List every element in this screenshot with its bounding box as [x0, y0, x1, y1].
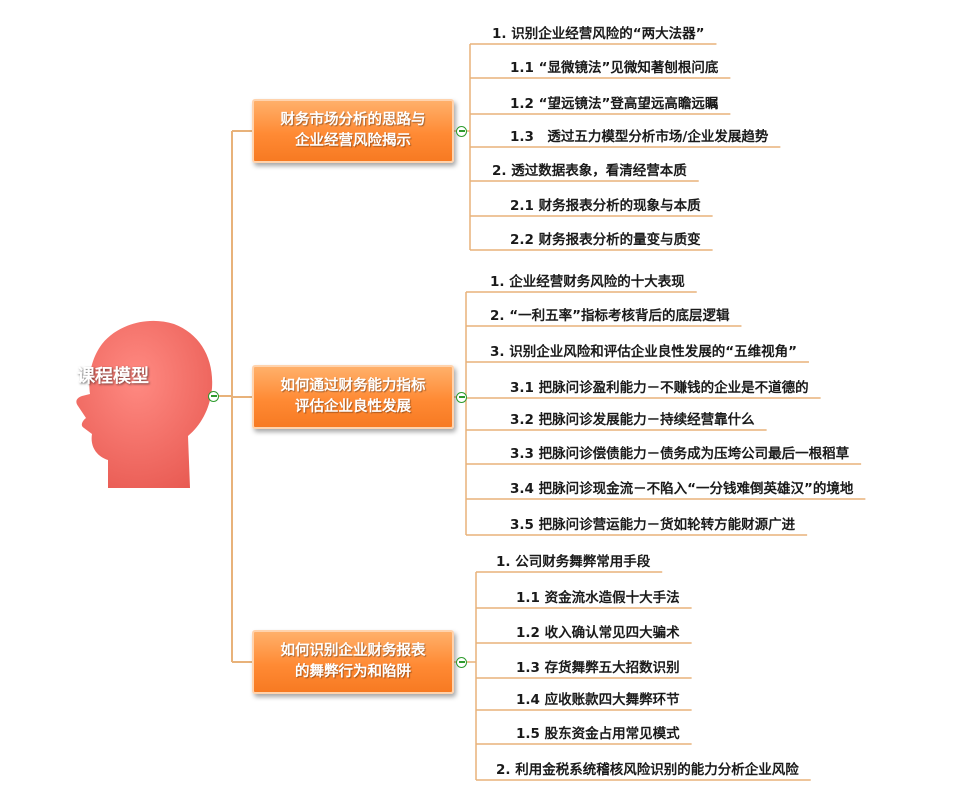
leaf-topic[interactable]: 1.2 收入确认常见四大骗术	[516, 625, 680, 641]
branch-node[interactable]: 财务市场分析的思路与企业经营风险揭示	[252, 99, 454, 163]
branch-label-line: 企业经营风险揭示	[295, 133, 411, 149]
leaf-topic[interactable]: 1.5 股东资金占用常见模式	[516, 726, 680, 742]
leaf-topic[interactable]: 1.4 应收账款四大舞弊环节	[516, 692, 680, 708]
head-silhouette-icon	[76, 320, 213, 488]
branch-label: 财务市场分析的思路与企业经营风险揭示	[281, 110, 426, 152]
leaf-topic[interactable]: 2. 利用金税系统稽核风险识别的能力分析企业风险	[496, 762, 799, 778]
branch-collapse-toggle[interactable]	[456, 392, 467, 403]
branch-label: 如何通过财务能力指标评估企业良性发展	[281, 376, 426, 418]
leaf-topic[interactable]: 3. 识别企业风险和评估企业良性发展的“五维视角”	[490, 344, 797, 360]
root-collapse-toggle[interactable]	[208, 391, 219, 402]
branch-label: 如何识别企业财务报表的舞弊行为和陷阱	[281, 641, 426, 683]
leaf-topic[interactable]: 1.1 资金流水造假十大手法	[516, 590, 680, 606]
branch-node[interactable]: 如何通过财务能力指标评估企业良性发展	[252, 365, 454, 429]
leaf-topic[interactable]: 2. “一利五率”指标考核背后的底层逻辑	[490, 308, 730, 324]
leaf-topic[interactable]: 3.5 把脉问诊营运能力－货如轮转方能财源广进	[510, 517, 796, 533]
leaf-topic[interactable]: 1.3 透过五力模型分析市场/企业发展趋势	[510, 129, 769, 145]
branch-collapse-toggle[interactable]	[456, 657, 467, 668]
branch-label-line: 评估企业良性发展	[295, 399, 411, 415]
branch-label-line: 如何识别企业财务报表	[280, 643, 426, 659]
leaf-topic[interactable]: 1.1 “显微镜法”见微知著刨根问底	[510, 60, 719, 76]
leaf-topic[interactable]: 2.2 财务报表分析的量变与质变	[510, 232, 701, 248]
leaf-topic[interactable]: 3.2 把脉问诊发展能力－持续经营靠什么	[510, 412, 755, 428]
leaf-topic[interactable]: 3.1 把脉问诊盈利能力－不赚钱的企业是不道德的	[510, 380, 809, 396]
leaf-topic[interactable]: 1.3 存货舞弊五大招数识别	[516, 660, 680, 676]
leaf-topic[interactable]: 2.1 财务报表分析的现象与本质	[510, 198, 701, 214]
root-node-label: 课程模型	[77, 366, 149, 387]
leaf-topic[interactable]: 3.4 把脉问诊现金流－不陷入“一分钱难倒英雄汉”的境地	[510, 481, 854, 497]
leaf-topic[interactable]: 1. 企业经营财务风险的十大表现	[490, 274, 685, 290]
leaf-topic[interactable]: 1.2 “望远镜法”登高望远高瞻远瞩	[510, 96, 719, 112]
branch-label-line: 如何通过财务能力指标	[280, 378, 426, 394]
branch-label-line: 财务市场分析的思路与	[280, 112, 426, 128]
branch-collapse-toggle[interactable]	[456, 126, 467, 137]
branch-node[interactable]: 如何识别企业财务报表的舞弊行为和陷阱	[252, 630, 454, 694]
head-shape	[76, 320, 213, 488]
leaf-topic[interactable]: 2. 透过数据表象，看清经营本质	[492, 163, 687, 179]
leaf-topic[interactable]: 3.3 把脉问诊偿债能力－债务成为压垮公司最后一根稻草	[510, 446, 850, 462]
leaf-topic[interactable]: 1. 公司财务舞弊常用手段	[496, 554, 651, 570]
leaf-topic[interactable]: 1. 识别企业经营风险的“两大法器”	[492, 26, 705, 42]
branch-label-line: 的舞弊行为和陷阱	[295, 664, 411, 680]
